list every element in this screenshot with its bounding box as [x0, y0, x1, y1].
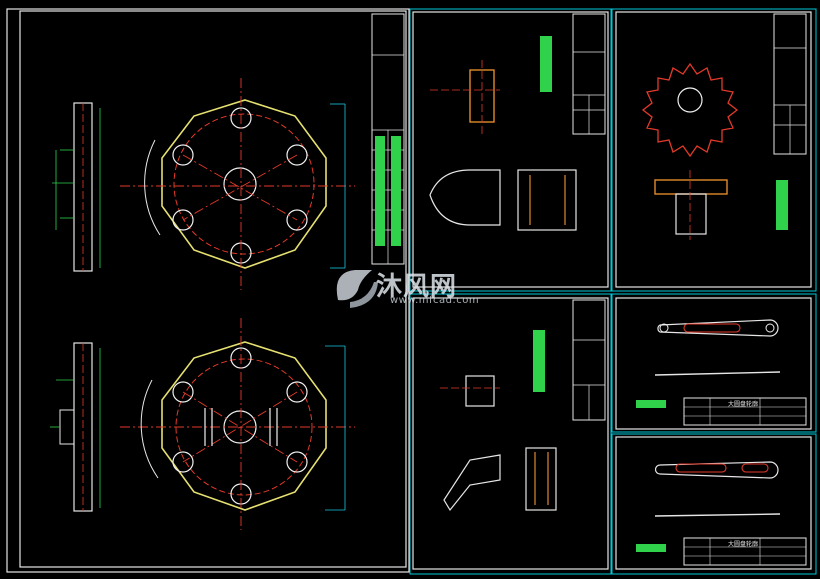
side-view-top: [52, 102, 101, 272]
gear-outline: [641, 62, 739, 158]
titleblock-sheet-4: [533, 299, 606, 421]
disc-top: [120, 78, 355, 290]
sheet-2-parts: [429, 60, 577, 231]
titleblock-sheet-3: [773, 13, 807, 230]
disc-bottom: [120, 318, 355, 530]
cyan-frames: [409, 8, 817, 575]
watermark-title: 沐风网: [376, 272, 458, 302]
titleblock-label-sheet-5: 大圆盘轮廓: [728, 400, 758, 408]
sheet-5-link: [636, 319, 807, 426]
sheet-6-link: [636, 461, 807, 566]
side-view-bottom: [50, 342, 101, 512]
sheet-3-gear: [641, 62, 739, 240]
watermark-url: www.mfcad.com: [390, 295, 480, 306]
titleblock-sheet-1: [371, 13, 405, 265]
titleblock-sheet-2: [540, 13, 606, 135]
watermark-logo-icon: [336, 270, 378, 308]
sheet-borders: [6, 8, 812, 573]
titleblock-label-sheet-6: 大圆盘轮廓: [728, 540, 758, 548]
dodecagon-outline-top: [161, 99, 327, 269]
watermark: 沐风网 www.mfcad.com: [328, 268, 498, 308]
sheet-4-parts: [440, 375, 557, 512]
dodecagon-outline-bottom: [161, 341, 327, 511]
